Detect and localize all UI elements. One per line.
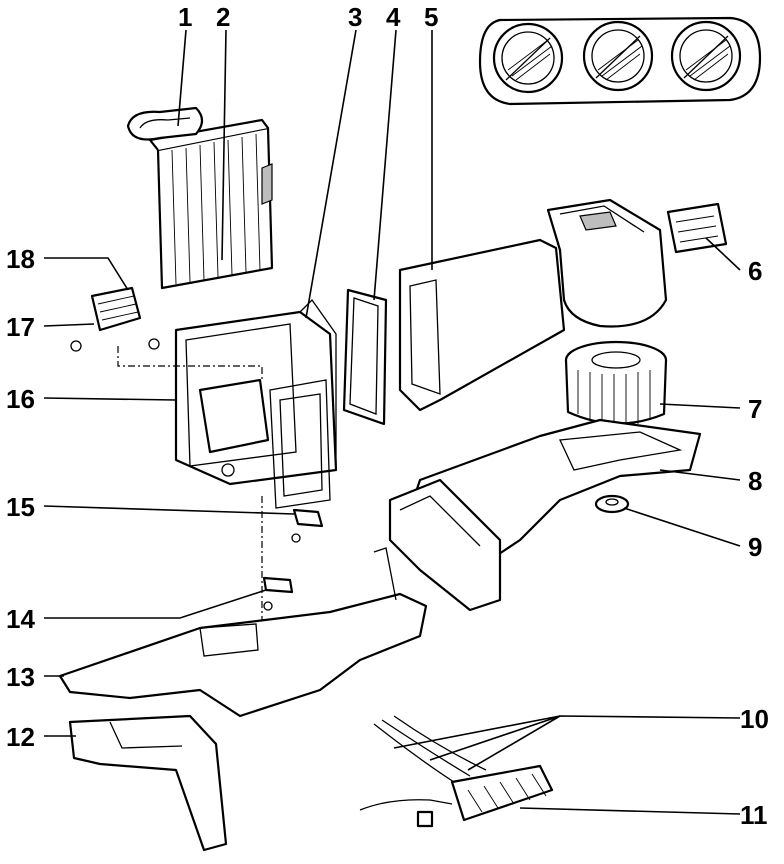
heater-box-housing <box>174 298 338 509</box>
blower-motor-fan <box>564 340 668 426</box>
part-label-4: 4 <box>386 2 401 32</box>
part-label-3: 3 <box>348 2 362 32</box>
part-label-8: 8 <box>748 466 762 496</box>
part-label-2: 2 <box>216 2 230 32</box>
part-label-10: 10 <box>740 704 769 734</box>
flap-vent <box>90 286 142 332</box>
part-label-1: 1 <box>178 2 192 32</box>
footwell-duct <box>388 478 502 612</box>
main-air-duct <box>58 547 428 718</box>
blower-resistor <box>666 202 728 254</box>
clip-and-screw-15 <box>291 508 324 543</box>
heater-core <box>126 106 274 290</box>
clip-and-screw-14 <box>261 496 294 650</box>
air-distribution-housing <box>398 198 668 412</box>
housing-gasket <box>342 288 388 426</box>
part-label-12: 12 <box>6 722 35 752</box>
part-label-18: 18 <box>6 244 35 274</box>
part-label-17: 17 <box>6 312 35 342</box>
part-label-15: 15 <box>6 492 35 522</box>
part-label-6: 6 <box>748 256 762 286</box>
part-label-9: 9 <box>748 532 762 562</box>
grommet <box>594 494 630 514</box>
part-label-5: 5 <box>424 2 438 32</box>
left-footwell-duct <box>68 714 228 852</box>
leader-lines <box>43 29 741 815</box>
control-panel-unit <box>416 764 554 828</box>
part-label-7: 7 <box>748 394 762 424</box>
part-label-14: 14 <box>6 604 35 634</box>
part-labels: 1 2 3 4 5 6 7 8 9 10 11 12 13 14 15 16 1… <box>6 2 769 830</box>
mounting-screws <box>70 338 263 380</box>
control-panel-knobs <box>478 16 762 106</box>
part-label-16: 16 <box>6 384 35 414</box>
part-label-13: 13 <box>6 662 35 692</box>
part-label-11: 11 <box>740 800 768 830</box>
